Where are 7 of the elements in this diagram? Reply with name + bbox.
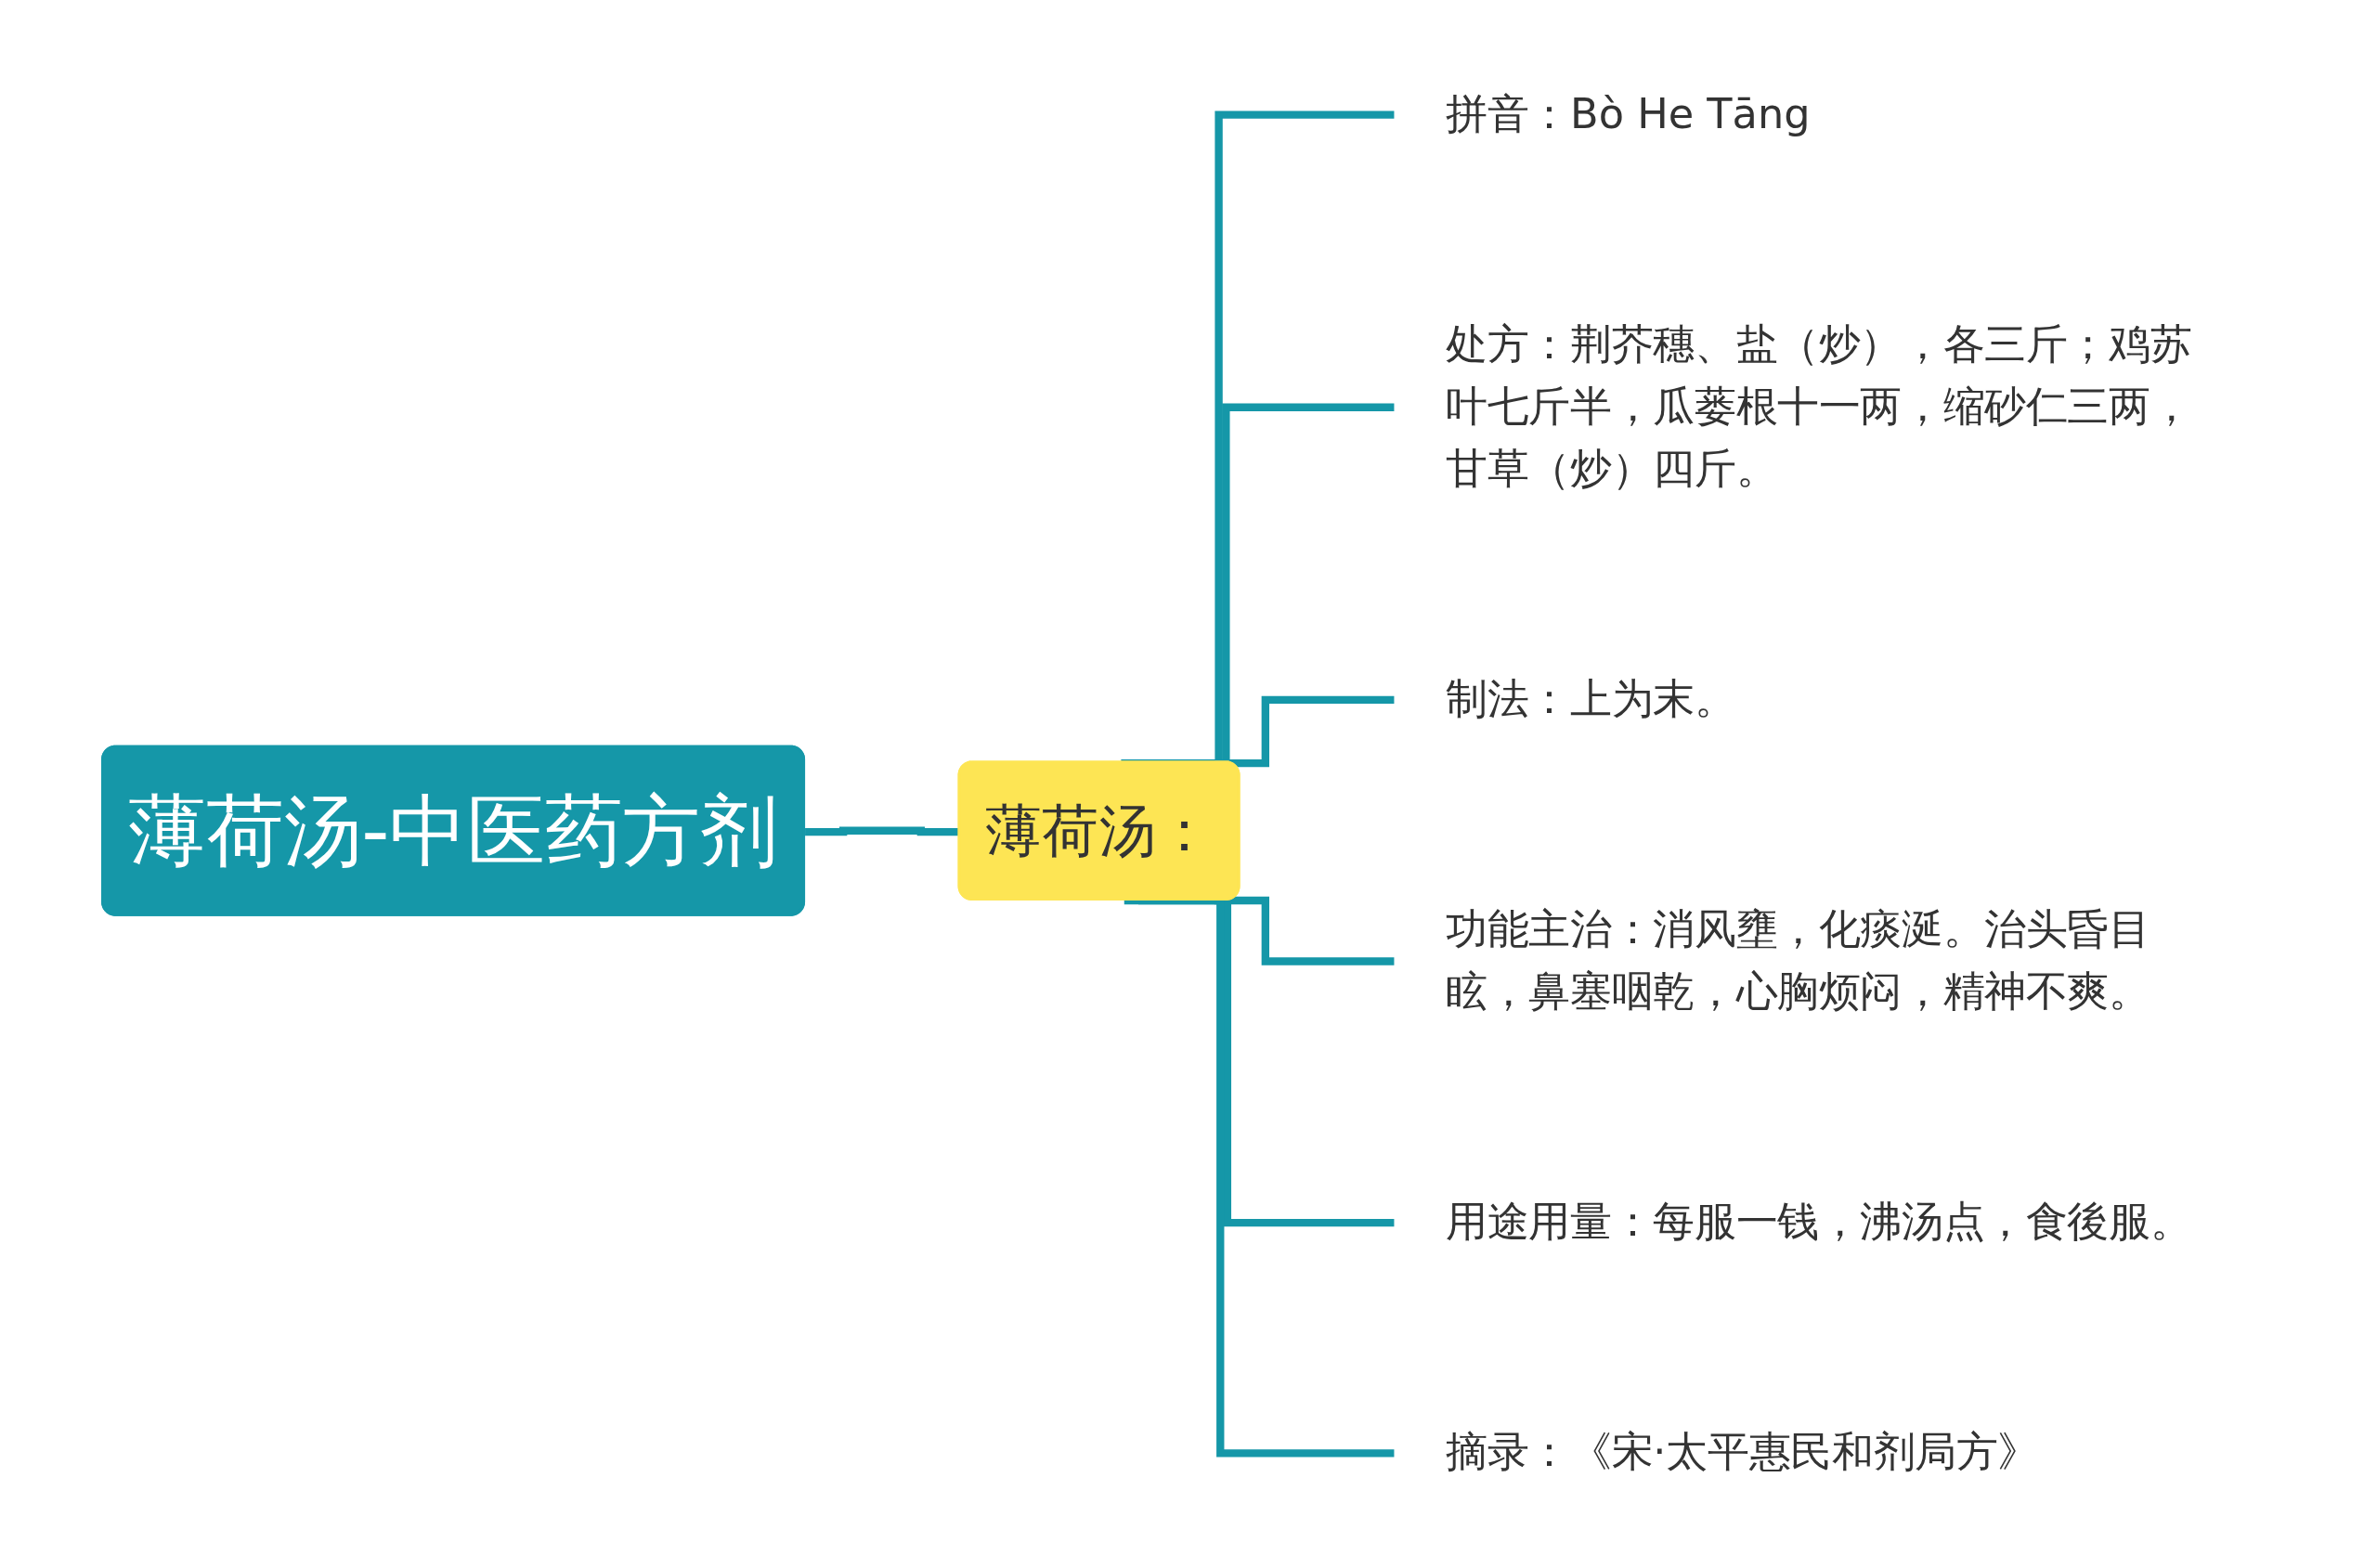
node-text: 用途用量：每服一钱，沸汤点，食後服。: [1446, 1197, 2192, 1247]
node-text: 摘录：《宋·太平惠民和剂局方》: [1446, 1427, 2040, 1477]
node-text: 制法：上为末。: [1446, 673, 1736, 723]
node-text: 功能主治：消风壅，化痰涎。治头昏目眩，鼻塞咽乾，心胸烦闷，精神不爽。: [1446, 904, 2150, 1017]
connector: [1124, 896, 1395, 1458]
node-text: 处方：荆芥穗、盐（炒），各三斤；鸡苏叶七斤半，瓜蒌根十一两，缩砂仁三两，甘草（炒）四斤。: [1446, 318, 2192, 493]
node-text: 拼音：Bò He Tāng: [1446, 88, 1811, 138]
